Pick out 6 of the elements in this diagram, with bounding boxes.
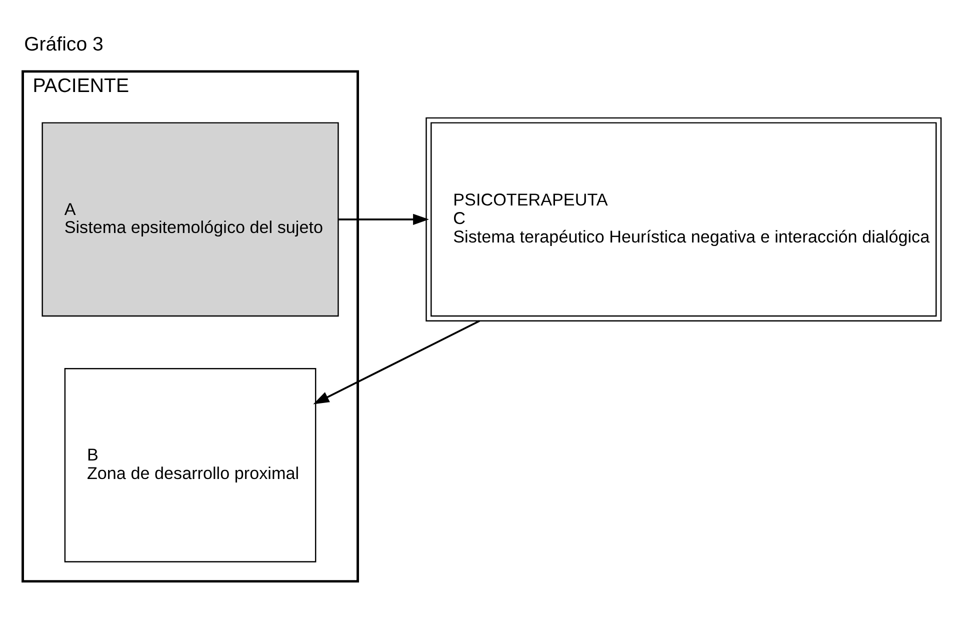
arrow [313,320,480,404]
diagram-title: Gráfico 3 [24,33,104,56]
node-box: A Sistema epsitemológico del sujeto [42,122,339,317]
node-box: PSICOTERAPEUTA C Sistema terapéutico Heurística negativa e interacción dialógica [426,117,942,322]
node-box: B Zona de desarrollo proximal [64,368,316,562]
arrow [338,214,429,225]
